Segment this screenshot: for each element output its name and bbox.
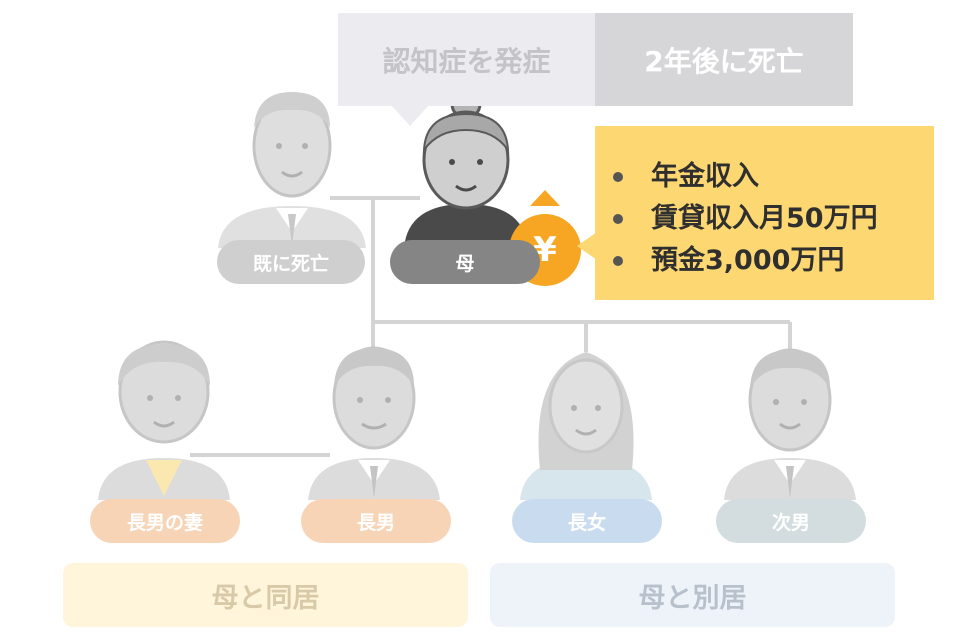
label-eldest-son: 長男 <box>301 499 451 543</box>
eldest-son-wife-figure <box>98 340 230 500</box>
group-living-apart: 母と別居 <box>490 563 895 627</box>
label-father: 既に死亡 <box>217 240 365 284</box>
asset-item-pension: 年金収入 <box>613 156 934 198</box>
assets-box: 年金収入 賃貸収入月50万円 預金3,000万円 <box>595 126 934 300</box>
label-eldest-daughter: 長女 <box>512 499 662 543</box>
label-second-son: 次男 <box>716 499 866 543</box>
connector-lines <box>190 196 792 457</box>
second-son-figure <box>724 348 856 500</box>
eldest-son-figure <box>308 346 440 500</box>
assets-list: 年金収入 賃貸収入月50万円 預金3,000万円 <box>595 126 934 282</box>
callout-death: 2年後に死亡 <box>595 13 853 106</box>
asset-item-rent: 賃貸収入月50万円 <box>613 198 934 240</box>
callout-tail <box>392 106 428 126</box>
eldest-daughter-figure <box>520 352 652 500</box>
label-mother: 母 <box>390 240 540 284</box>
label-eldest-son-wife: 長男の妻 <box>90 499 240 543</box>
father-figure <box>218 92 366 248</box>
bullet-icon <box>613 256 623 266</box>
bullet-icon <box>613 214 623 224</box>
bullet-icon <box>613 172 623 182</box>
group-living-with: 母と同居 <box>63 563 468 627</box>
assets-pointer <box>577 232 597 260</box>
asset-item-savings: 預金3,000万円 <box>613 240 934 282</box>
callout-dementia: 認知症を発症 <box>338 13 595 106</box>
